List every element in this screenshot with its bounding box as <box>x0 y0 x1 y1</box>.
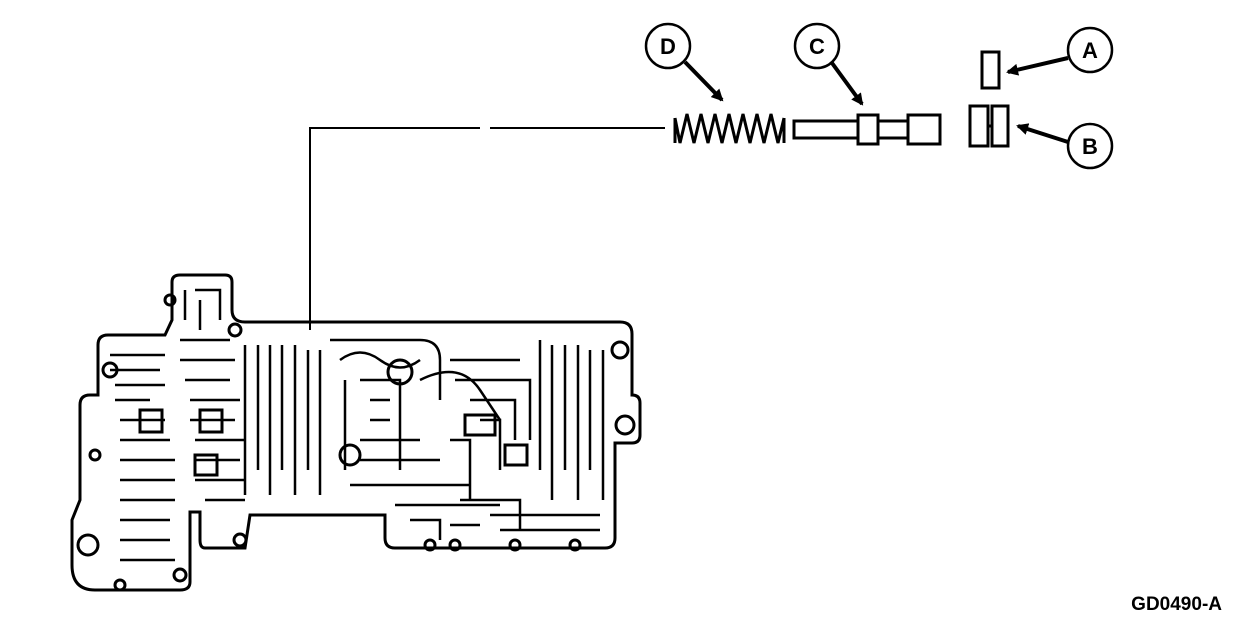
arrow-icon <box>1016 123 1069 144</box>
arrow-icon <box>830 61 864 106</box>
callout-b: B <box>1016 122 1114 170</box>
valve-icon <box>792 113 942 146</box>
spring-icon <box>673 113 786 144</box>
callout-b-label: B <box>1082 134 1098 159</box>
callout-a: A <box>1006 26 1114 76</box>
callout-d-label: D <box>660 34 676 59</box>
arrow-icon <box>683 60 724 102</box>
callout-a-label: A <box>1082 38 1098 63</box>
arrow-icon <box>1006 56 1069 76</box>
callout-d: D <box>644 22 724 102</box>
figure-code: GD0490-A <box>1131 594 1222 615</box>
callout-c-label: C <box>809 34 825 59</box>
leader-line <box>309 127 665 330</box>
callout-c: C <box>793 22 864 106</box>
retainer-icon <box>980 50 1001 90</box>
valve-body-icon <box>70 273 642 592</box>
plug-icon <box>968 104 1010 148</box>
